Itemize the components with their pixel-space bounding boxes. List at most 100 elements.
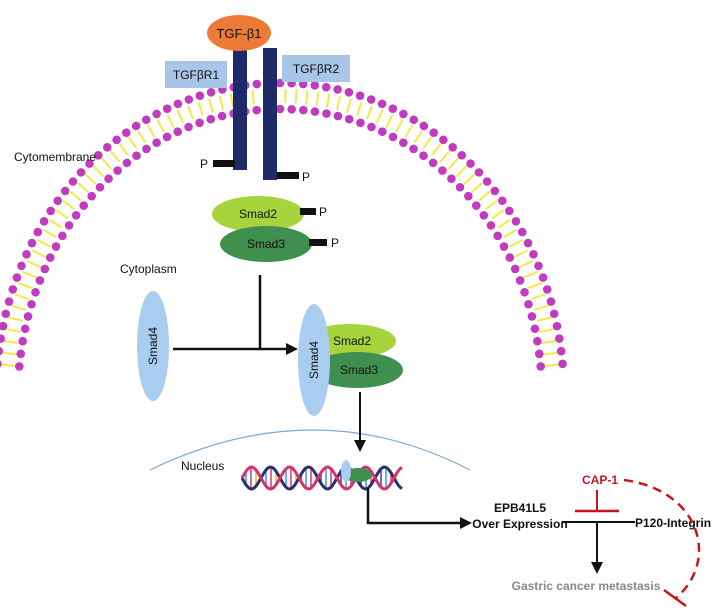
lipid-tail [356, 101, 363, 116]
lipid-head [33, 227, 43, 237]
lipid-head [556, 346, 566, 356]
lipid-tail [395, 119, 404, 133]
lipid-tail [10, 304, 26, 311]
lipid-head [455, 182, 465, 192]
lipid-head [552, 321, 562, 331]
cytomembrane-label: Cytomembrane [14, 150, 96, 164]
lipid-head [112, 135, 121, 145]
lipid-head [58, 231, 67, 241]
lipid-head [377, 99, 387, 109]
lipid-tail [197, 101, 204, 116]
lipid-tail [491, 209, 505, 220]
lipid-head [439, 135, 448, 145]
smad3-phospho-label: P [331, 236, 339, 250]
lipid-head [490, 186, 500, 196]
smad4-label-complex: Smad4 [307, 341, 321, 379]
lipid-tail [5, 327, 21, 333]
cytoplasm-label: Cytoplasm [120, 262, 177, 276]
lipid-tail [478, 190, 491, 202]
lipid-head [356, 118, 365, 128]
lipid-head [482, 177, 492, 186]
lipid-head [523, 238, 533, 248]
smad3-phospho-bar [309, 239, 327, 246]
lipid-head [419, 121, 429, 131]
smad3-phosphorylated [220, 226, 312, 262]
lipid-tail [527, 282, 542, 290]
lipid-head [87, 191, 96, 201]
lipid-head [399, 138, 408, 147]
lipid-tail [18, 282, 33, 290]
lipid-tail [1, 351, 17, 356]
lipid-head [76, 168, 86, 177]
lipid-tail [463, 173, 476, 186]
lipid-head [93, 150, 103, 160]
lipid-head [60, 186, 70, 196]
gastric-metastasis-label: Gastric cancer metastasis [512, 579, 661, 593]
lipid-tail [137, 130, 147, 144]
lipid-head [35, 276, 45, 285]
smad2-phospho-label: P [319, 205, 327, 219]
lipid-head [141, 115, 151, 125]
tgf-beta1-ligand [207, 15, 271, 51]
lipid-head [429, 128, 439, 137]
lipid-tail [315, 91, 320, 106]
lipid-head [310, 81, 320, 90]
lipid-head [152, 138, 161, 147]
lipid-head [4, 297, 14, 306]
lipid-head [195, 118, 204, 128]
lipid-head [206, 88, 216, 97]
lipid-head [409, 144, 418, 154]
lipid-head [132, 151, 141, 160]
lipid-tail [62, 199, 76, 211]
lipid-tail [335, 95, 342, 110]
lipid-tail [0, 363, 16, 367]
lipid-head [122, 158, 132, 168]
lipid-tail [69, 190, 82, 202]
lipid-head [95, 182, 105, 192]
smad-complex-smad4 [298, 304, 330, 416]
lipid-head [355, 91, 365, 100]
lipid-head [162, 132, 172, 142]
lipid-head [366, 95, 376, 104]
lipid-head [53, 196, 63, 206]
lipid-head [217, 111, 227, 121]
lipid-tail [43, 228, 57, 239]
smad3-label-complex: Smad3 [340, 363, 378, 377]
lipid-tail [366, 105, 373, 120]
tgfbr1-phospho-bar [213, 160, 235, 167]
lipid-tail [22, 271, 37, 279]
lipid-head [534, 261, 543, 271]
dna-to-epb41l5-arrowhead [460, 517, 472, 529]
lipid-tail [497, 218, 511, 229]
lipid-head [471, 201, 481, 210]
lipid-head [333, 111, 343, 121]
p120-integrin-label: P120-Integrin [635, 516, 711, 530]
lipid-head [448, 143, 458, 152]
lipid-tail [484, 199, 498, 211]
tgfbr2-phospho-label: P [302, 170, 310, 184]
lipid-head [524, 299, 533, 309]
lipid-tail [7, 316, 23, 322]
lipid-head [511, 217, 521, 226]
smad2-label-top: Smad2 [239, 207, 277, 221]
lipid-tail [26, 260, 42, 269]
complex-to-nucleus-arrowhead [354, 440, 366, 452]
lipid-tail [31, 249, 47, 258]
nucleus-label: Nucleus [181, 459, 224, 473]
lipid-tail [523, 271, 538, 279]
lipid-tail [208, 98, 214, 113]
over-expression-label: Over Expression [472, 517, 567, 531]
lipid-tail [187, 105, 194, 120]
lipid-tail [534, 304, 550, 311]
lipid-head [0, 347, 4, 356]
lipid-head [520, 287, 529, 297]
lipid-head [388, 132, 398, 142]
lipid-head [474, 168, 484, 177]
lipid-tail [447, 157, 459, 170]
lipid-head [27, 299, 36, 309]
ligand-label: TGF-β1 [216, 26, 261, 41]
lipid-tail [109, 150, 121, 163]
lipid-head [15, 362, 24, 371]
lipid-head [104, 174, 113, 183]
lipid-head [79, 201, 89, 210]
